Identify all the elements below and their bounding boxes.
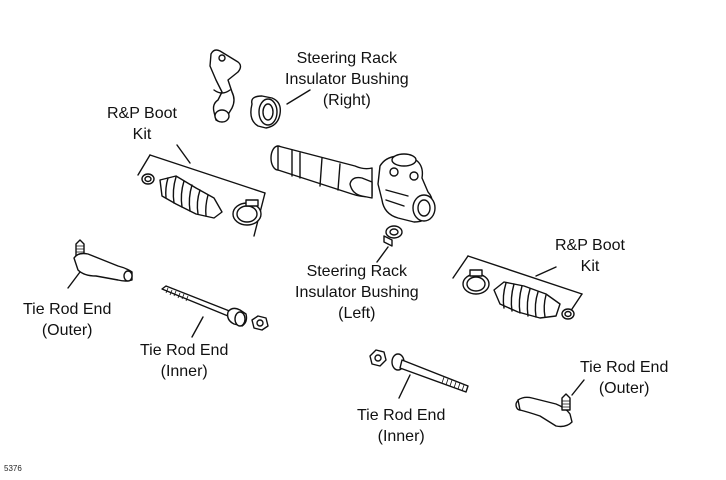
label-rack-bushing-left: Steering Rack Insulator Bushing (Left) [295, 261, 419, 324]
label-line: Kit [132, 126, 152, 143]
label-line: Tie Rod End [140, 342, 229, 359]
leader-line [286, 89, 311, 105]
boot-kit-left-small-clamp [141, 173, 155, 185]
boot-kit-right-bellows [493, 281, 561, 319]
figure-id: 5376 [4, 464, 22, 473]
label-line: (Outer) [41, 322, 93, 339]
label-line: Steering Rack [306, 263, 408, 280]
leader-line [535, 266, 557, 277]
label-line: Tie Rod End [23, 301, 112, 318]
tie-rod-outer-right-part [515, 393, 573, 428]
label-tie-rod-outer-right: Tie Rod End (Outer) [580, 357, 668, 399]
rack-bushing-left-part [383, 225, 403, 247]
leader-line [376, 246, 389, 263]
label-line: Kit [580, 258, 600, 275]
label-boot-kit-left: R&P Boot Kit [107, 103, 177, 145]
boot-kit-right-small-clamp [561, 308, 575, 320]
rack-bushing-right-clamp-part [209, 49, 242, 123]
leader-line [398, 374, 411, 399]
label-line: (Inner) [377, 428, 425, 445]
label-line: Insulator Bushing [295, 284, 419, 301]
label-line: Insulator Bushing [285, 71, 409, 88]
label-line: (Right) [322, 92, 371, 109]
label-boot-kit-right: R&P Boot Kit [555, 235, 625, 277]
boot-kit-left-large-clamp [232, 199, 262, 226]
label-line: R&P Boot [107, 105, 177, 122]
boot-kit-right-large-clamp [462, 269, 490, 295]
label-line: (Left) [338, 305, 376, 322]
rack-bushing-right-part [250, 95, 282, 129]
boot-kit-left-bellows [159, 175, 223, 219]
leader-line [67, 271, 81, 289]
label-rack-bushing-right: Steering Rack Insulator Bushing (Right) [285, 48, 409, 111]
tie-rod-inner-left-part [161, 285, 269, 331]
label-tie-rod-outer-left: Tie Rod End (Outer) [23, 299, 111, 341]
label-line: Tie Rod End [357, 407, 446, 424]
label-tie-rod-inner-left: Tie Rod End (Inner) [140, 340, 228, 382]
label-line: (Outer) [598, 380, 650, 397]
leader-line [176, 144, 191, 164]
leader-line [191, 316, 204, 338]
label-tie-rod-inner-right: Tie Rod End (Inner) [357, 405, 445, 447]
label-line: Tie Rod End [580, 359, 669, 376]
steering-rack-housing [270, 145, 436, 223]
label-line: R&P Boot [555, 237, 625, 254]
tie-rod-inner-right-part [369, 349, 469, 393]
label-line: (Inner) [160, 363, 208, 380]
leader-line [571, 379, 585, 396]
label-line: Steering Rack [296, 50, 398, 67]
tie-rod-outer-left-part [73, 239, 133, 282]
